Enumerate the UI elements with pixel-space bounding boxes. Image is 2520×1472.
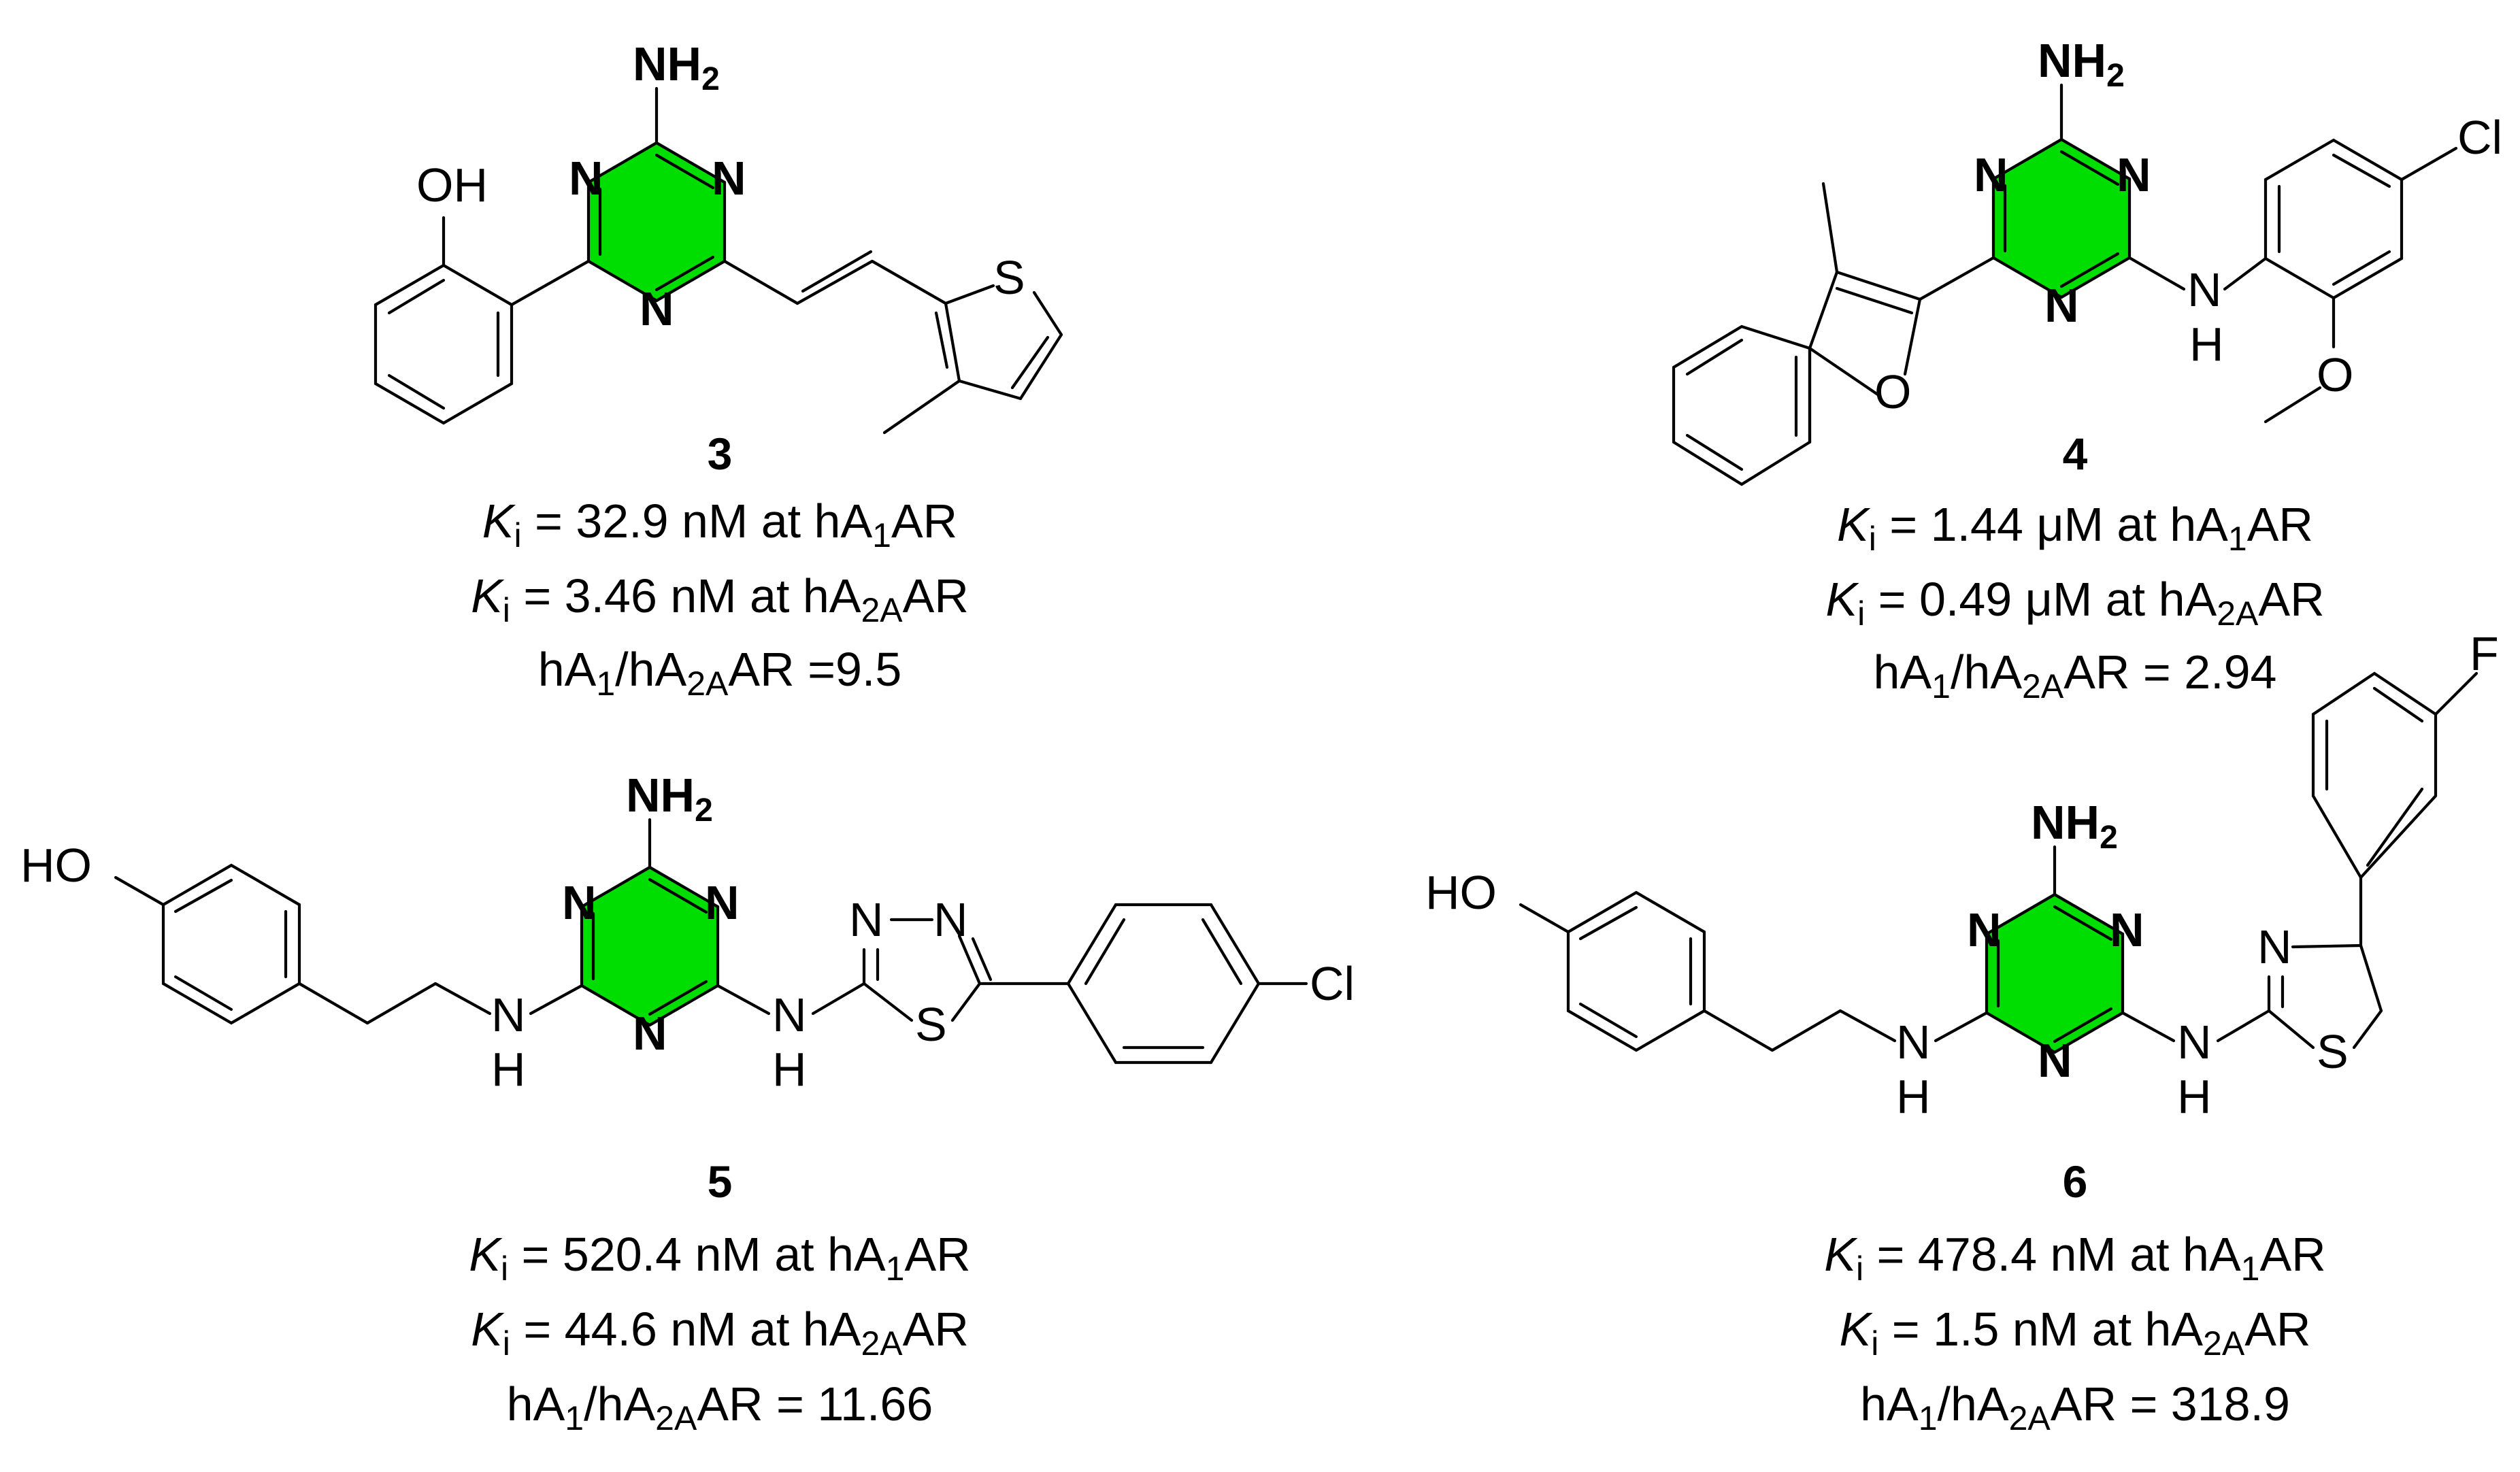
- compound-4-nh2-label: NH2: [2038, 34, 2125, 94]
- compound-5-triazine-highlight: [582, 867, 718, 1025]
- compound-6-n-atom: N: [2038, 1034, 2072, 1087]
- compound-3-triazine-bonds: [586, 141, 727, 303]
- compound-3-selectivity: hA1/hA2AAR =9.5: [538, 643, 902, 703]
- compound-3-thiophene-ring: [882, 284, 1063, 435]
- compound-5-thiadiazole: [716, 903, 1308, 1065]
- compound-4-selectivity: hA1/hA2AAR = 2.94: [1874, 646, 2277, 705]
- compound-6-ki-a1: Ki = 478.4 nM at hA1AR: [1824, 1228, 2325, 1288]
- compound-6-nh-n: N: [1896, 1016, 1931, 1069]
- compound-4-info: 4 Ki = 1.44 μM at hA1AR Ki = 0.49 μM at …: [1825, 429, 2324, 705]
- compound-5-tyramine-chain: [114, 863, 584, 1025]
- compound-4-triazine-highlight: [1993, 139, 2129, 297]
- compound-6-n-atom: N: [2257, 920, 2292, 973]
- compound-6-f-atom: F: [2470, 627, 2499, 680]
- compound-4-o-atom: O: [1874, 365, 1911, 418]
- compound-5-info: 5 Ki = 520.4 nM at hA1AR Ki = 44.6 nM at…: [469, 1156, 970, 1437]
- compound-6-triazine-highlight: [1987, 894, 2123, 1052]
- compound-6-ki-a2a: Ki = 1.5 nM at hA2AAR: [1840, 1303, 2311, 1362]
- compound-6-nh-h: H: [2177, 1070, 2212, 1123]
- compound-3-vinyl-linker: [723, 250, 948, 305]
- compound-5-ho-label: HO: [20, 839, 92, 892]
- compound-6-nh2-label: NH2: [2031, 796, 2118, 856]
- compound-4-nh-h: H: [2189, 318, 2224, 371]
- compound-5-id: 5: [708, 1156, 733, 1207]
- compound-5-structure: NH2 N N N HO N H N H N N S Cl: [20, 769, 1355, 1096]
- compound-5-nh-h: H: [772, 1043, 807, 1096]
- compound-3-n-atom: N: [569, 152, 603, 205]
- compound-3-s-atom: S: [993, 251, 1025, 304]
- compound-5-selectivity: hA1/hA2AAR = 11.66: [507, 1377, 933, 1437]
- compound-5-ki-a1: Ki = 520.4 nM at hA1AR: [469, 1228, 970, 1288]
- compound-4-ki-a2a: Ki = 0.49 μM at hA2AAR: [1825, 573, 2324, 633]
- compound-3-ki-a2a: Ki = 3.46 nM at hA2AAR: [471, 569, 969, 629]
- compound-6-nh-n: N: [2177, 1016, 2212, 1069]
- compound-5-nh-h: H: [491, 1043, 526, 1096]
- compound-4-nh-n: N: [2187, 263, 2222, 316]
- compound-4-n-atom: N: [2044, 279, 2079, 332]
- compound-3-info: 3 Ki = 32.9 nM at hA1AR Ki = 3.46 nM at …: [471, 429, 969, 703]
- compound-4-o-atom: O: [2317, 348, 2353, 401]
- compound-4-n-atom: N: [1974, 148, 2008, 201]
- compound-4-chloroanisole-ring: [2264, 138, 2458, 424]
- compound-3-triazine-highlight: [588, 143, 725, 301]
- compound-4-triazine-bonds: [1991, 137, 2132, 299]
- compound-5-triazine-bonds: [580, 865, 720, 1027]
- compound-6-tyramine-chain: [1519, 890, 1989, 1052]
- compound-4-benzofuran: [1672, 182, 1922, 486]
- compound-4-n-atom: N: [2117, 148, 2151, 201]
- compound-6-nh-h: H: [1896, 1070, 1931, 1123]
- compound-6-n-atom: N: [2110, 903, 2144, 956]
- compound-5-n-atom: N: [633, 1007, 667, 1060]
- compound-5-n-atom: N: [933, 893, 968, 946]
- compound-6-ho-label: HO: [1425, 866, 1497, 919]
- compound-6-id: 6: [2063, 1156, 2088, 1207]
- compound-5-ki-a2a: Ki = 44.6 nM at hA2AAR: [471, 1303, 969, 1362]
- compound-6-selectivity: hA1/hA2AAR = 318.9: [1860, 1377, 2290, 1437]
- compound-5-nh-n: N: [491, 988, 526, 1041]
- compound-3-oh-label: OH: [416, 158, 488, 212]
- compound-3-ki-a1: Ki = 32.9 nM at hA1AR: [482, 495, 957, 554]
- compound-6-thiazole: [2121, 671, 2478, 1050]
- compound-4-ki-a1: Ki = 1.44 μM at hA1AR: [1837, 498, 2313, 558]
- compound-5-nh2-label: NH2: [626, 769, 713, 829]
- compound-5-n-atom: N: [849, 893, 884, 946]
- compound-3-n-atom: N: [712, 152, 746, 205]
- compound-4-id: 4: [2063, 429, 2088, 479]
- compound-6-info: 6 Ki = 478.4 nM at hA1AR Ki = 1.5 nM at …: [1824, 1156, 2325, 1437]
- compound-5-n-atom: N: [705, 876, 740, 929]
- compound-6-s-atom: S: [2317, 1025, 2349, 1078]
- compound-3-nh2-label: NH2: [633, 37, 720, 97]
- compound-3-phenol-ring: [374, 216, 514, 425]
- compound-3-structure: NH2 N N N OH S: [374, 37, 1063, 435]
- compound-6-n-atom: N: [1967, 903, 2002, 956]
- compound-6-structure: NH2 N N N HO N H N H N S F: [1425, 627, 2499, 1123]
- compound-3-id: 3: [708, 429, 733, 479]
- compound-5-nh-n: N: [772, 988, 807, 1041]
- compound-4-structure: NH2 N N N O N H O Cl: [1672, 34, 2502, 486]
- compound-5-s-atom: S: [915, 998, 947, 1051]
- compound-4-cl-atom: Cl: [2457, 111, 2502, 164]
- compound-5-n-atom: N: [562, 876, 597, 929]
- compound-5-cl-atom: Cl: [1310, 957, 1355, 1010]
- compound-3-n-atom: N: [640, 282, 674, 335]
- compound-6-triazine-bonds: [1985, 892, 2125, 1054]
